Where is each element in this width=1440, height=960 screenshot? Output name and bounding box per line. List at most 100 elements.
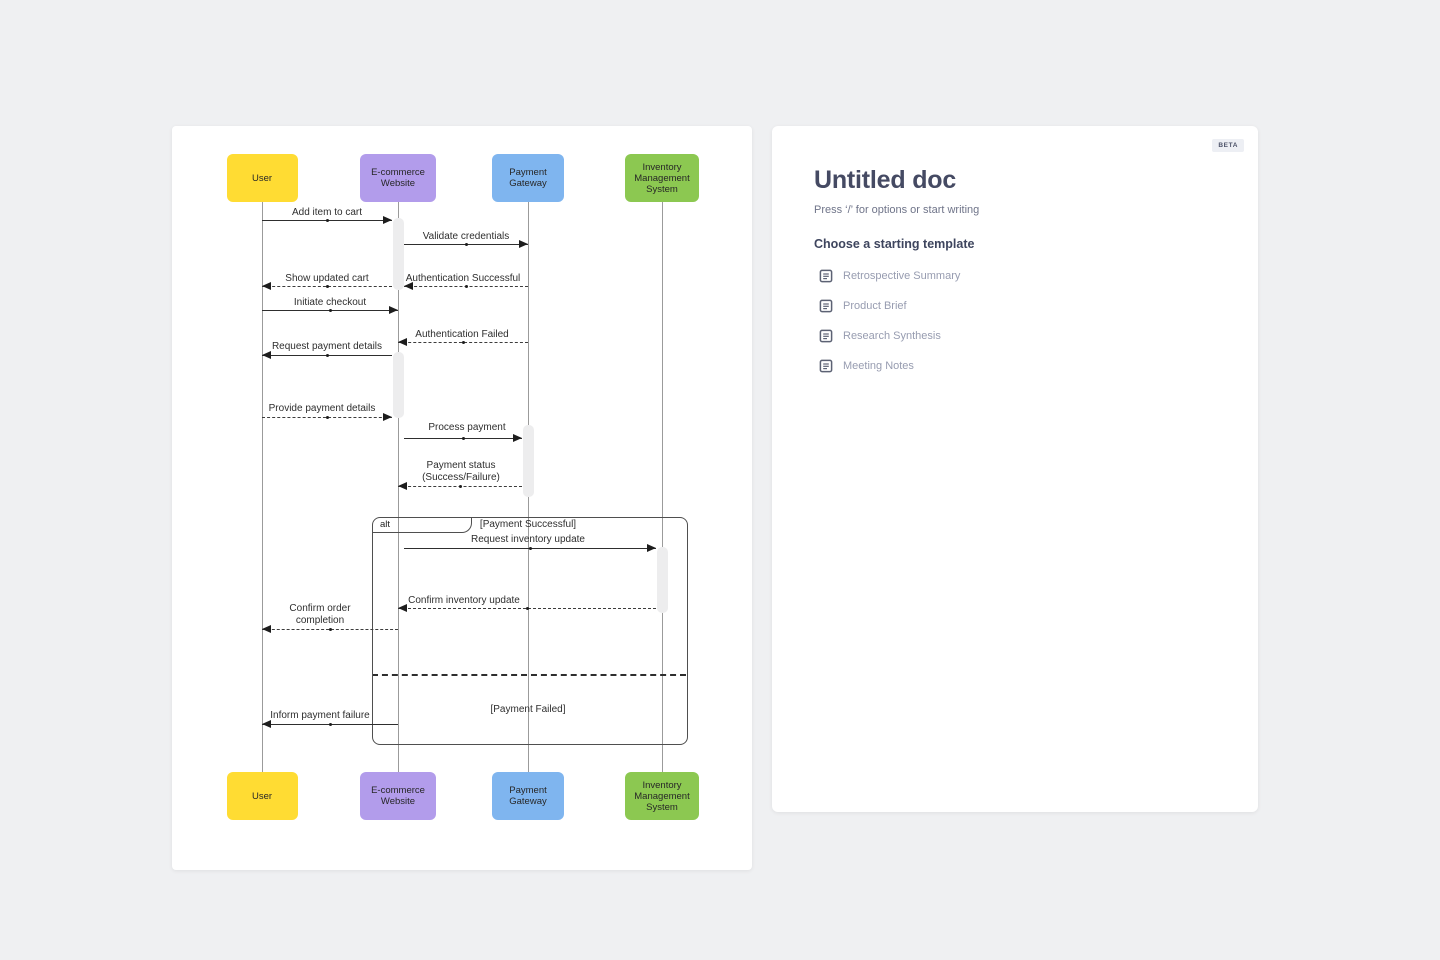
- template-item-label: Meeting Notes: [843, 360, 914, 372]
- message-label-show-updated-cart: Show updated cart: [285, 273, 368, 285]
- actor-user-top[interactable]: User: [226, 154, 298, 202]
- message-label-line: Authentication Successful: [405, 273, 521, 284]
- message-midpoint-dot: [325, 285, 329, 288]
- actor-label-line: User: [251, 172, 273, 184]
- message-label-line: Initiate checkout: [293, 297, 367, 308]
- alt-frame-operator-tab: alt: [372, 517, 472, 533]
- message-arrowhead: [404, 282, 413, 290]
- message-label-request-inventory-update: Request inventory update: [471, 534, 585, 546]
- message-label-line: Provide payment details: [268, 403, 376, 414]
- message-label-process-payment: Process payment: [428, 422, 505, 434]
- message-label-line: (Success/Failure): [422, 471, 500, 483]
- actor-label-line: Website: [380, 796, 416, 807]
- actor-label-line: Inventory: [642, 161, 682, 173]
- message-label-line: Confirm order: [289, 603, 351, 614]
- alt-case-label-success: [Payment Successful]: [479, 519, 577, 530]
- actor-user-bottom[interactable]: User: [226, 772, 298, 820]
- document-icon: [819, 359, 833, 373]
- activation-bar: [392, 352, 404, 418]
- message-midpoint-dot: [328, 309, 332, 312]
- lifeline-user: [262, 202, 263, 772]
- alt-frame: [372, 517, 688, 745]
- message-label-line: Confirm inventory update: [408, 595, 520, 606]
- message-label-line: Process payment: [428, 422, 506, 433]
- activation-bar: [522, 425, 534, 497]
- message-label-add-item-to-cart: Add item to cart: [292, 207, 362, 219]
- message-midpoint-dot: [464, 285, 468, 288]
- activation-bar: [656, 547, 668, 613]
- editor-placeholder[interactable]: Press ‘/’ for options or start writing: [814, 204, 980, 216]
- message-label-line: Show updated cart: [285, 273, 369, 284]
- message-label-validate-credentials: Validate credentials: [423, 231, 510, 243]
- template-item-meeting-notes[interactable]: Meeting Notes: [819, 351, 1258, 381]
- message-midpoint-dot: [528, 547, 532, 550]
- message-label-line: Validate credentials: [422, 231, 510, 242]
- message-label-confirm-inventory-update: Confirm inventory update: [408, 595, 520, 607]
- template-item-retrospective-summary[interactable]: Retrospective Summary: [819, 261, 1258, 291]
- message-midpoint-dot: [461, 341, 465, 344]
- diagram-panel: alt [Payment Successful] [Payment Failed] A…: [172, 126, 752, 870]
- message-label-line: completion: [295, 614, 345, 626]
- message-arrowhead: [262, 625, 271, 633]
- actor-label-line: Payment: [509, 167, 547, 178]
- message-midpoint-dot: [328, 628, 332, 631]
- message-midpoint-dot: [458, 485, 462, 488]
- actor-label-line: Gateway: [509, 178, 547, 189]
- actor-label-line: E-commerce: [371, 167, 425, 178]
- message-arrowhead: [398, 338, 407, 346]
- message-arrowhead: [262, 720, 271, 728]
- message-label-inform-payment-failure: Inform payment failure: [270, 710, 370, 722]
- message-arrowhead: [519, 240, 528, 248]
- alt-case-label-failed: [Payment Failed]: [490, 704, 566, 715]
- message-label-authentication-failed: Authentication Failed: [415, 329, 508, 341]
- message-label-provide-payment-details: Provide payment details: [269, 403, 376, 415]
- message-label-initiate-checkout: Initiate checkout: [294, 297, 366, 309]
- actor-label-line: Management: [634, 172, 690, 184]
- template-item-label: Retrospective Summary: [843, 270, 961, 282]
- message-midpoint-dot: [325, 354, 329, 357]
- document-icon: [819, 329, 833, 343]
- message-arrowhead: [262, 351, 271, 359]
- alt-frame-divider: [372, 674, 686, 676]
- alt-frame-operator-label: alt: [380, 519, 391, 530]
- doc-title[interactable]: Untitled doc: [814, 166, 957, 194]
- message-midpoint-dot: [461, 437, 465, 440]
- message-arrowhead: [398, 482, 407, 490]
- message-label-line: Authentication Failed: [415, 329, 509, 340]
- template-item-product-brief[interactable]: Product Brief: [819, 291, 1258, 321]
- message-label-payment-status: Payment status(Success/Failure): [422, 460, 500, 483]
- template-item-label: Product Brief: [843, 300, 907, 312]
- message-label-authentication-successful: Authentication Successful: [406, 273, 521, 285]
- message-arrowhead: [383, 216, 392, 224]
- sequence-diagram-canvas[interactable]: alt [Payment Successful] [Payment Failed] A…: [172, 126, 752, 870]
- message-label-line: Request payment details: [271, 341, 383, 352]
- message-arrowhead: [398, 604, 407, 612]
- template-item-label: Research Synthesis: [843, 330, 941, 342]
- actor-label-line: Gateway: [509, 796, 547, 807]
- message-label-request-payment-details: Request payment details: [272, 341, 382, 353]
- message-label-line: Request inventory update: [471, 534, 585, 545]
- message-midpoint-dot: [328, 723, 332, 726]
- actor-label-line: Payment: [509, 785, 547, 796]
- template-item-research-synthesis[interactable]: Research Synthesis: [819, 321, 1258, 351]
- beta-badge: BETA: [1212, 139, 1244, 152]
- actor-label-line: E-commerce: [371, 785, 425, 796]
- message-label-line: Add item to cart: [291, 207, 363, 218]
- message-label-line: Inform payment failure: [270, 710, 370, 721]
- message-midpoint-dot: [464, 243, 468, 246]
- actor-label-line: System: [646, 801, 678, 813]
- template-heading: Choose a starting template: [814, 237, 975, 251]
- actor-label-line: User: [251, 790, 273, 802]
- message-arrowhead: [389, 306, 398, 314]
- message-arrowhead: [383, 413, 392, 421]
- document-icon: [819, 269, 833, 283]
- activation-bar: [392, 218, 404, 290]
